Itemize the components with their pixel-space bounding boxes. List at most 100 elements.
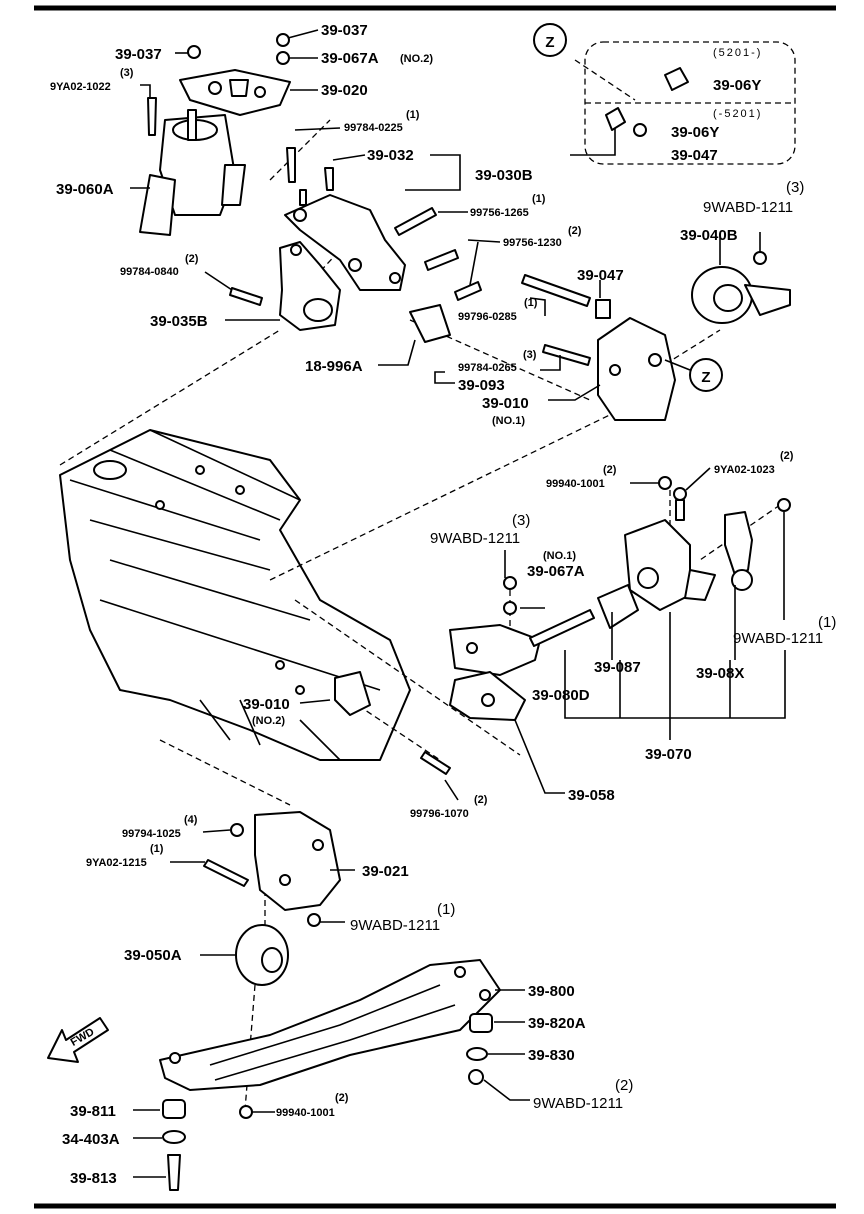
label-39-093: 39-093 <box>458 377 505 394</box>
leader-lines <box>130 29 786 1178</box>
label-q4: (4) <box>184 814 198 826</box>
label-99940-1001-b: 99940-1001 <box>276 1107 335 1119</box>
label-39-010-no2: 39-010 <box>243 696 290 713</box>
label-39-030b: 39-030B <box>475 167 533 184</box>
label-99784-0840: 99784-0840 <box>120 266 179 278</box>
part-39-030b-bracket[interactable] <box>284 194 406 291</box>
label-39-037-left: 39-037 <box>115 46 162 63</box>
part-39-813-bolt[interactable] <box>167 1154 181 1191</box>
label-39-080d: 39-080D <box>532 687 590 704</box>
label-39-811: 39-811 <box>70 1103 116 1120</box>
label-q1-a: (1) <box>406 109 420 121</box>
part-39-010-no1-bracket[interactable] <box>597 317 676 421</box>
part-39-070-housing[interactable] <box>624 519 716 611</box>
part-39-020-bracket[interactable] <box>179 69 291 116</box>
label-39-830: 39-830 <box>528 1047 575 1064</box>
z-mark-label-2: Z <box>701 369 710 386</box>
label-q3-a: (3) <box>120 67 134 79</box>
label-no2-top: (NO.2) <box>400 53 433 65</box>
label-18-996a: 18-996A <box>305 358 363 375</box>
part-39-087-bushing[interactable] <box>597 584 639 629</box>
label-39-08x: 39-08X <box>696 665 744 682</box>
label-39-010-no1: 39-010 <box>482 395 529 412</box>
part-39-060a-mount[interactable] <box>139 109 246 236</box>
label-99796-1070: 99796-1070 <box>410 808 469 820</box>
label-range-5201-from: (5201-) <box>713 47 762 59</box>
label-39-058: 39-058 <box>568 787 615 804</box>
label-q3-b: (3) <box>523 349 537 361</box>
label-9wabd-1211-c: 9WABD-1211 <box>733 630 823 647</box>
label-q2-g: (2) <box>335 1092 349 1104</box>
part-39-050a-mount[interactable] <box>235 924 289 986</box>
part-39-058-plate[interactable] <box>449 671 526 721</box>
label-99756-1230: 99756-1230 <box>503 237 562 249</box>
part-39-800-crossmember[interactable] <box>159 959 501 1091</box>
part-39-010-no2-bracket[interactable] <box>334 671 371 716</box>
label-9wabd-1211-a: 9WABD-1211 <box>703 199 793 216</box>
part-39-035b-bracket[interactable] <box>279 241 341 331</box>
label-39-06y-a: 39-06Y <box>713 77 761 94</box>
label-39-820a: 39-820A <box>528 1015 586 1032</box>
label-q1-d: (1) <box>818 614 836 631</box>
label-99784-0225: 99784-0225 <box>344 122 403 134</box>
label-39-087: 39-087 <box>594 659 641 676</box>
label-no1-b: (NO.1) <box>543 550 576 562</box>
label-39-06y-b: 39-06Y <box>671 124 719 141</box>
label-39-067a-mid: 39-067A <box>527 563 585 580</box>
label-39-040b: 39-040B <box>680 227 738 244</box>
label-39-067a-top: 39-067A <box>321 50 379 67</box>
part-39-080d-rod[interactable] <box>449 609 595 676</box>
label-39-020: 39-020 <box>321 82 368 99</box>
label-39-050a: 39-050A <box>124 947 182 964</box>
label-39-800: 39-800 <box>528 983 575 1000</box>
part-39-047-clip[interactable] <box>605 107 626 131</box>
label-99756-1265: 99756-1265 <box>470 207 529 219</box>
label-39-032: 39-032 <box>367 147 414 164</box>
label-39-037-top: 39-037 <box>321 22 368 39</box>
part-39-08x-mount[interactable] <box>724 511 753 591</box>
z-callout-mid: Z <box>664 358 723 392</box>
part-18-996a-clip[interactable] <box>409 304 451 343</box>
fasteners-lower <box>162 823 493 1191</box>
label-q2-b: (2) <box>185 253 199 265</box>
z-mark-label: Z <box>545 34 554 51</box>
label-9wabd-1211-b: 9WABD-1211 <box>430 530 520 547</box>
label-9wabd-1211-d: 9WABD-1211 <box>350 917 440 934</box>
label-no1-a: (NO.1) <box>492 415 525 427</box>
label-9ya02-1215: 9YA02-1215 <box>86 857 147 869</box>
label-q3-c: (3) <box>786 179 804 196</box>
part-39-040b-mount[interactable] <box>691 266 791 324</box>
label-34-403a: 34-403A <box>62 1131 120 1148</box>
part-39-811-bushing[interactable] <box>162 1099 186 1119</box>
part-39-820a-bushing[interactable] <box>469 1013 493 1033</box>
label-range-5201-to: (-5201) <box>713 108 762 120</box>
part-39-830-washer[interactable] <box>466 1047 488 1061</box>
label-9ya02-1023: 9YA02-1023 <box>714 464 775 476</box>
label-q2-c: (2) <box>603 464 617 476</box>
label-39-060a: 39-060A <box>56 181 114 198</box>
label-39-035b: 39-035B <box>150 313 208 330</box>
label-q1-b: (1) <box>532 193 546 205</box>
part-39-021-bracket[interactable] <box>254 811 341 911</box>
label-q3-d: (3) <box>512 512 530 529</box>
part-39-06y-clip-b[interactable] <box>633 123 647 137</box>
part-34-403a-washer[interactable] <box>162 1130 186 1144</box>
label-39-070: 39-070 <box>645 746 692 763</box>
label-q1-e: (1) <box>150 843 164 855</box>
label-no2-b: (NO.2) <box>252 715 285 727</box>
label-39-047-mid: 39-047 <box>577 267 624 284</box>
part-39-06y-clip-a[interactable] <box>664 67 689 91</box>
detail-box-z <box>584 41 796 165</box>
label-99784-0265: 99784-0265 <box>458 362 517 374</box>
label-q1-c: (1) <box>524 297 538 309</box>
label-99794-1025: 99794-1025 <box>122 828 181 840</box>
label-99940-1001-a: 99940-1001 <box>546 478 605 490</box>
label-39-021: 39-021 <box>362 863 409 880</box>
label-q1-f: (1) <box>437 901 455 918</box>
label-9wabd-1211-e: 9WABD-1211 <box>533 1095 623 1112</box>
part-labels: 39-037 39-067A (NO.2) 39-037 39-020 (3) … <box>50 22 836 1187</box>
label-q2-d: (2) <box>780 450 794 462</box>
label-q2-a: (2) <box>568 225 582 237</box>
label-39-047-box: 39-047 <box>671 147 718 164</box>
